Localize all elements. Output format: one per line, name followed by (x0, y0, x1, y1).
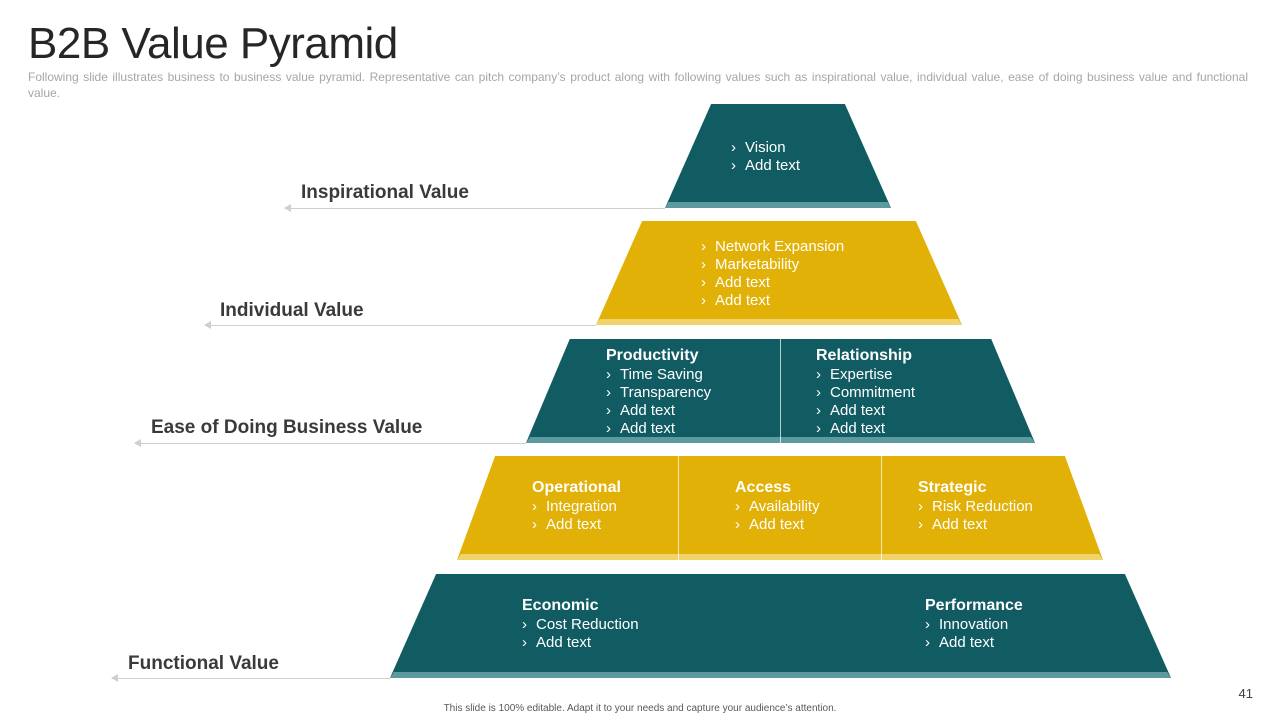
tier-2-item: Marketability (701, 256, 844, 274)
column-heading: Access (735, 479, 792, 496)
tier-4-item: Availability (735, 498, 820, 516)
tier-2-item: Network Expansion (701, 238, 844, 256)
arrow-left-icon (134, 439, 526, 447)
pyramid-tier-4: Operational Integration Add text Access … (457, 456, 1103, 560)
tier-4-item: Add text (735, 516, 820, 534)
arrow-left-icon (204, 321, 596, 329)
level-label-ease-of-business: Ease of Doing Business Value (151, 417, 423, 438)
footer-note: This slide is 100% editable. Adapt it to… (443, 703, 837, 714)
column-heading: Strategic (918, 479, 987, 496)
slide-title: B2B Value Pyramid (28, 19, 398, 68)
slide-subtitle: Following slide illustrates business to … (28, 70, 1248, 100)
tier-3-column-1: Productivity Time Saving Transparency Ad… (606, 346, 711, 438)
tier-3-item: Transparency (606, 384, 711, 402)
tier-3-column-2: Relationship Expertise Commitment Add te… (816, 346, 915, 438)
tier-5-item: Innovation (925, 616, 1023, 634)
tier-5-item: Cost Reduction (522, 616, 639, 634)
page-number: 41 (1238, 686, 1253, 701)
tier-3-item: Time Saving (606, 366, 711, 384)
tier-3-item: Add text (816, 402, 915, 420)
tier-3-divider (780, 339, 781, 443)
tier-4-column-3: Strategic Risk Reduction Add text (918, 478, 1033, 534)
tier-1-item: Add text (731, 157, 800, 175)
tier-4-divider (881, 456, 882, 560)
tier-4-divider (678, 456, 679, 560)
level-label-inspirational: Inspirational Value (301, 182, 469, 203)
tier-3-item: Add text (606, 402, 711, 420)
tier-4-item: Add text (532, 516, 621, 534)
tier-4-column-1: Operational Integration Add text (532, 478, 621, 534)
tier-3-item: Add text (816, 420, 915, 438)
tier-5-column-1: Economic Cost Reduction Add text (522, 596, 639, 652)
tier-1-item: Vision (731, 139, 800, 157)
pyramid-tier-2: Network Expansion Marketability Add text… (596, 221, 962, 325)
column-heading: Relationship (816, 347, 913, 364)
arrow-left-icon (284, 204, 665, 212)
tier-2-item: Add text (701, 292, 844, 310)
tier-5-item: Add text (925, 634, 1023, 652)
column-heading: Operational (532, 479, 621, 496)
column-heading: Performance (925, 597, 1023, 614)
pyramid-tier-5: Economic Cost Reduction Add text Perform… (390, 574, 1171, 678)
tier-5-column-2: Performance Innovation Add text (925, 596, 1023, 652)
tier-4-item: Risk Reduction (918, 498, 1033, 516)
arrow-left-icon (111, 674, 390, 682)
tier-3-item: Commitment (816, 384, 915, 402)
pyramid-tier-1: Vision Add text (665, 104, 891, 208)
column-heading: Economic (522, 597, 599, 614)
tier-2-content: Network Expansion Marketability Add text… (701, 238, 844, 310)
tier-5-item: Add text (522, 634, 639, 652)
tier-3-item: Expertise (816, 366, 915, 384)
column-heading: Productivity (606, 347, 699, 364)
tier-4-item: Integration (532, 498, 621, 516)
level-label-functional: Functional Value (128, 653, 279, 674)
pyramid-tier-3: Productivity Time Saving Transparency Ad… (526, 339, 1035, 443)
tier-1-content: Vision Add text (731, 139, 800, 175)
tier-3-item: Add text (606, 420, 711, 438)
tier-4-column-2: Access Availability Add text (735, 478, 820, 534)
level-label-individual: Individual Value (220, 300, 364, 321)
tier-4-item: Add text (918, 516, 1033, 534)
tier-2-item: Add text (701, 274, 844, 292)
